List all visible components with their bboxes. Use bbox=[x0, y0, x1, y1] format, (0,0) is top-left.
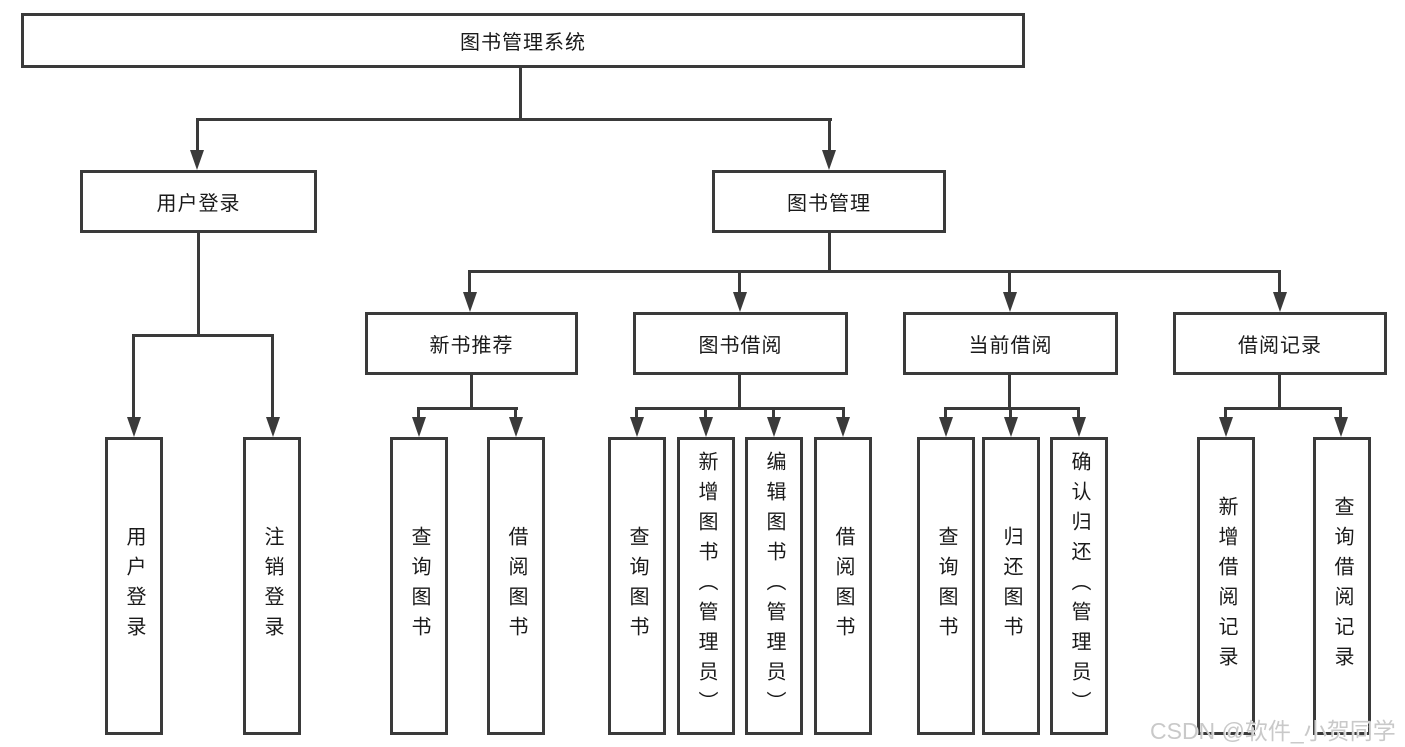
arrow-down-icon bbox=[412, 417, 426, 437]
node-book-management-label: 图书管理 bbox=[787, 193, 871, 215]
connector-line bbox=[196, 118, 199, 152]
leaf-add-books-admin: 新增图书（管理员） bbox=[677, 437, 735, 735]
arrow-down-icon bbox=[1219, 417, 1233, 437]
leaf-add-borrow-record-label: 新增借阅记录 bbox=[1215, 496, 1237, 676]
connector-line bbox=[196, 118, 832, 121]
connector-line bbox=[944, 407, 1080, 410]
arrow-down-icon bbox=[190, 150, 204, 170]
arrow-down-icon bbox=[1334, 417, 1348, 437]
connector-line bbox=[470, 375, 473, 410]
node-book-management: 图书管理 bbox=[712, 170, 946, 233]
arrow-down-icon bbox=[1004, 417, 1018, 437]
leaf-logout-label: 注销登录 bbox=[261, 526, 283, 646]
leaf-query-books-borrowing: 查询图书 bbox=[608, 437, 666, 735]
leaf-query-books-recommend-label: 查询图书 bbox=[408, 526, 430, 646]
leaf-user-login: 用户登录 bbox=[105, 437, 163, 735]
arrow-down-icon bbox=[767, 417, 781, 437]
connector-line bbox=[514, 407, 517, 421]
connector-line bbox=[197, 233, 200, 335]
connector-line bbox=[1077, 407, 1080, 421]
node-root: 图书管理系统 bbox=[21, 13, 1025, 68]
node-root-label: 图书管理系统 bbox=[460, 32, 586, 54]
connector-line bbox=[1278, 270, 1281, 294]
connector-line bbox=[738, 270, 741, 294]
arrow-down-icon bbox=[1072, 417, 1086, 437]
watermark: CSDN @软件_小贺同学 bbox=[1150, 718, 1396, 744]
connector-line bbox=[1278, 375, 1281, 410]
connector-line bbox=[635, 407, 638, 421]
node-current-borrowing-label: 当前借阅 bbox=[968, 335, 1053, 357]
connector-line bbox=[738, 375, 741, 410]
node-book-borrowing: 图书借阅 bbox=[633, 312, 848, 375]
leaf-query-books-recommend: 查询图书 bbox=[390, 437, 448, 735]
connector-line bbox=[519, 68, 522, 120]
connector-line bbox=[828, 233, 831, 273]
connector-line bbox=[828, 118, 831, 152]
node-new-book-recommendation-label: 新书推荐 bbox=[429, 335, 514, 357]
connector-line bbox=[944, 407, 947, 421]
arrow-down-icon bbox=[699, 417, 713, 437]
leaf-confirm-return-admin-label: 确认归还（管理员） bbox=[1068, 451, 1090, 721]
connector-line bbox=[468, 270, 1281, 273]
connector-line bbox=[1224, 407, 1342, 410]
node-user-login-label: 用户登录 bbox=[156, 193, 241, 215]
leaf-edit-books-admin-label: 编辑图书（管理员） bbox=[763, 451, 785, 721]
connector-line bbox=[772, 407, 775, 421]
leaf-edit-books-admin: 编辑图书（管理员） bbox=[745, 437, 803, 735]
connector-line bbox=[1009, 407, 1012, 421]
leaf-logout: 注销登录 bbox=[243, 437, 301, 735]
connector-line bbox=[1008, 270, 1011, 294]
leaf-confirm-return-admin: 确认归还（管理员） bbox=[1050, 437, 1108, 735]
node-borrowing-records: 借阅记录 bbox=[1173, 312, 1387, 375]
leaf-return-books: 归还图书 bbox=[982, 437, 1040, 735]
node-borrowing-records-label: 借阅记录 bbox=[1238, 335, 1322, 357]
connector-line bbox=[1224, 407, 1227, 421]
node-user-login: 用户登录 bbox=[80, 170, 317, 233]
node-new-book-recommendation: 新书推荐 bbox=[365, 312, 578, 375]
connector-line bbox=[1008, 375, 1011, 410]
arrow-down-icon bbox=[836, 417, 850, 437]
arrow-down-icon bbox=[1273, 292, 1287, 312]
leaf-query-books-current-label: 查询图书 bbox=[935, 526, 957, 646]
leaf-add-books-admin-label: 新增图书（管理员） bbox=[695, 451, 717, 721]
connector-line bbox=[271, 334, 274, 419]
leaf-query-books-borrowing-label: 查询图书 bbox=[626, 526, 648, 646]
leaf-return-books-label: 归还图书 bbox=[1000, 526, 1022, 646]
arrow-down-icon bbox=[509, 417, 523, 437]
leaf-add-borrow-record: 新增借阅记录 bbox=[1197, 437, 1255, 735]
connector-line bbox=[132, 334, 274, 337]
arrow-down-icon bbox=[463, 292, 477, 312]
connector-line bbox=[635, 407, 845, 410]
arrow-down-icon bbox=[733, 292, 747, 312]
connector-line bbox=[468, 270, 471, 294]
leaf-query-borrow-record-label: 查询借阅记录 bbox=[1331, 496, 1353, 676]
arrow-down-icon bbox=[939, 417, 953, 437]
arrow-down-icon bbox=[822, 150, 836, 170]
leaf-borrow-books-borrowing-label: 借阅图书 bbox=[832, 526, 854, 646]
connector-line bbox=[417, 407, 420, 421]
node-book-borrowing-label: 图书借阅 bbox=[698, 335, 783, 357]
leaf-borrow-books-recommend-label: 借阅图书 bbox=[505, 526, 527, 646]
leaf-borrow-books-borrowing: 借阅图书 bbox=[814, 437, 872, 735]
leaf-query-books-current: 查询图书 bbox=[917, 437, 975, 735]
node-current-borrowing: 当前借阅 bbox=[903, 312, 1118, 375]
connector-line bbox=[842, 407, 845, 421]
arrow-down-icon bbox=[127, 417, 141, 437]
connector-line bbox=[417, 407, 518, 410]
arrow-down-icon bbox=[630, 417, 644, 437]
leaf-user-login-label: 用户登录 bbox=[123, 526, 145, 646]
arrow-down-icon bbox=[1003, 292, 1017, 312]
connector-line bbox=[132, 334, 135, 419]
leaf-borrow-books-recommend: 借阅图书 bbox=[487, 437, 545, 735]
arrow-down-icon bbox=[266, 417, 280, 437]
connector-line bbox=[704, 407, 707, 421]
leaf-query-borrow-record: 查询借阅记录 bbox=[1313, 437, 1371, 735]
connector-line bbox=[1339, 407, 1342, 421]
